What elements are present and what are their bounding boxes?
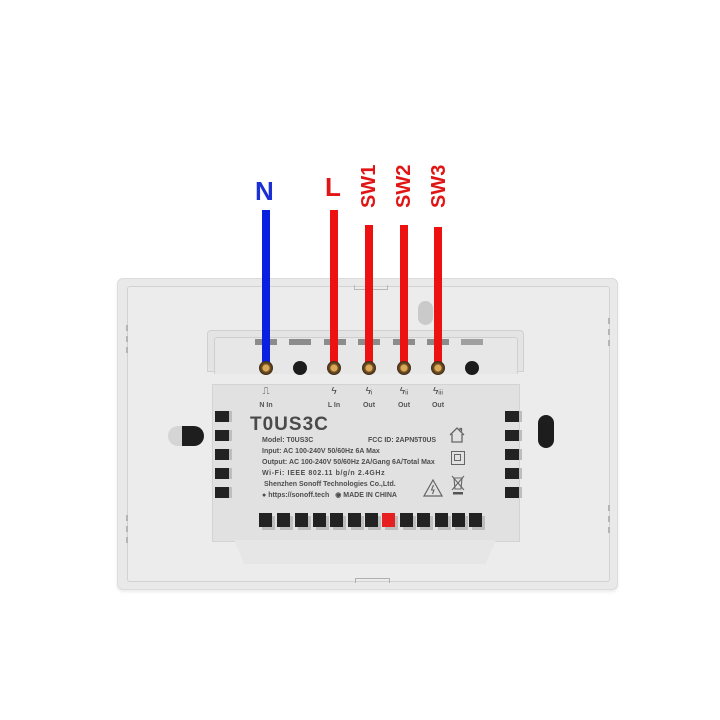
lightning-icon: ϟ <box>331 386 337 397</box>
terminal-l-in <box>327 361 341 375</box>
vent-bottom <box>435 513 448 527</box>
terminal-label-out-3: Out <box>431 402 445 409</box>
spec-output: Output: AC 100-240V 50/60Hz 2A/Gang 6A/T… <box>262 459 435 466</box>
spec-model: Model: T0US3C <box>262 437 314 444</box>
vent-right <box>505 449 519 460</box>
vent-bottom <box>313 513 326 527</box>
status-led <box>382 513 395 527</box>
wire-sw1 <box>365 225 373 368</box>
spec-input: Input: AC 100-240V 50/60Hz 6A Max <box>262 448 380 455</box>
mounting-slot-top <box>418 301 433 325</box>
label-sw3: SW3 <box>428 164 450 208</box>
vent-bottom <box>452 513 465 527</box>
vent-right <box>505 487 519 498</box>
side-clip-right-bottom <box>608 505 613 533</box>
lightning-3-icon: ϟᵢᵢᵢ <box>432 386 443 397</box>
warning-high-voltage-icon <box>423 479 443 497</box>
spec-manufacturer: Shenzhen Sonoff Technologies Co.,Ltd. <box>264 481 396 488</box>
vent-left <box>215 449 229 460</box>
double-insulation-icon <box>451 451 465 465</box>
wire-neutral <box>262 210 270 368</box>
globe-icon: ● <box>262 492 267 499</box>
vent-bottom <box>348 513 361 527</box>
terminal-label-n-in: N In <box>259 402 273 409</box>
terminal-n-in <box>259 361 273 375</box>
mounting-slot-right <box>538 415 554 448</box>
spec-website: https://sonoff.tech <box>268 492 330 499</box>
gear-icon: ◉ <box>335 492 342 499</box>
side-clip-right-top <box>608 318 613 346</box>
vent-bottom <box>259 513 272 527</box>
vent-right <box>505 411 519 422</box>
label-l: L <box>325 172 341 202</box>
wire-sw3 <box>434 227 442 368</box>
terminal-label-l-in: L In <box>327 402 341 409</box>
vent-right <box>505 430 519 441</box>
vent-bottom <box>330 513 343 527</box>
spec-website-row: ● https://sonoff.tech ◉ MADE IN CHINA <box>262 491 397 499</box>
vent-left <box>215 487 229 498</box>
lightning-1-icon: ϟᵢ <box>365 386 373 397</box>
module-foot <box>234 540 496 564</box>
vent-right <box>505 468 519 479</box>
label-sw2: SW2 <box>393 164 415 208</box>
wire-live <box>330 210 338 368</box>
lightning-2-icon: ϟᵢᵢ <box>399 386 409 397</box>
vent-bottom <box>277 513 290 527</box>
terminal-tab <box>289 339 311 345</box>
side-clip-left-top <box>126 325 131 353</box>
spec-origin: MADE IN CHINA <box>343 492 397 499</box>
label-n: N <box>255 176 274 206</box>
vent-left <box>215 468 229 479</box>
vent-left <box>215 430 229 441</box>
terminal-out-2 <box>397 361 411 375</box>
vent-bottom <box>400 513 413 527</box>
vent-left <box>215 411 229 422</box>
vent-bottom <box>469 513 482 527</box>
vent-bottom <box>417 513 430 527</box>
vent-bottom <box>295 513 308 527</box>
terminal-out-1 <box>362 361 376 375</box>
weee-bin-icon <box>451 475 465 495</box>
terminal-unused <box>465 361 479 375</box>
label-sw1: SW1 <box>358 164 380 208</box>
plate-notch-bottom <box>355 578 390 583</box>
terminal-tab <box>461 339 483 345</box>
house-icon <box>449 427 465 443</box>
terminal-label-out-2: Out <box>397 402 411 409</box>
spec-fcc-id: FCC ID: 2APN5T0US <box>368 437 437 444</box>
terminal-out-3 <box>431 361 445 375</box>
spec-wifi: Wi-Fi: IEEE 802.11 b/g/n 2.4GHz <box>262 470 386 477</box>
neutral-symbol-icon: ⎍ <box>262 386 270 397</box>
terminal-label-out-1: Out <box>362 402 376 409</box>
vent-bottom <box>365 513 378 527</box>
side-clip-left-bottom <box>126 515 131 543</box>
wire-sw2 <box>400 225 408 368</box>
mounting-slot-left <box>168 426 204 446</box>
terminal-unused <box>293 361 307 375</box>
model-title: T0US3C <box>250 414 329 435</box>
